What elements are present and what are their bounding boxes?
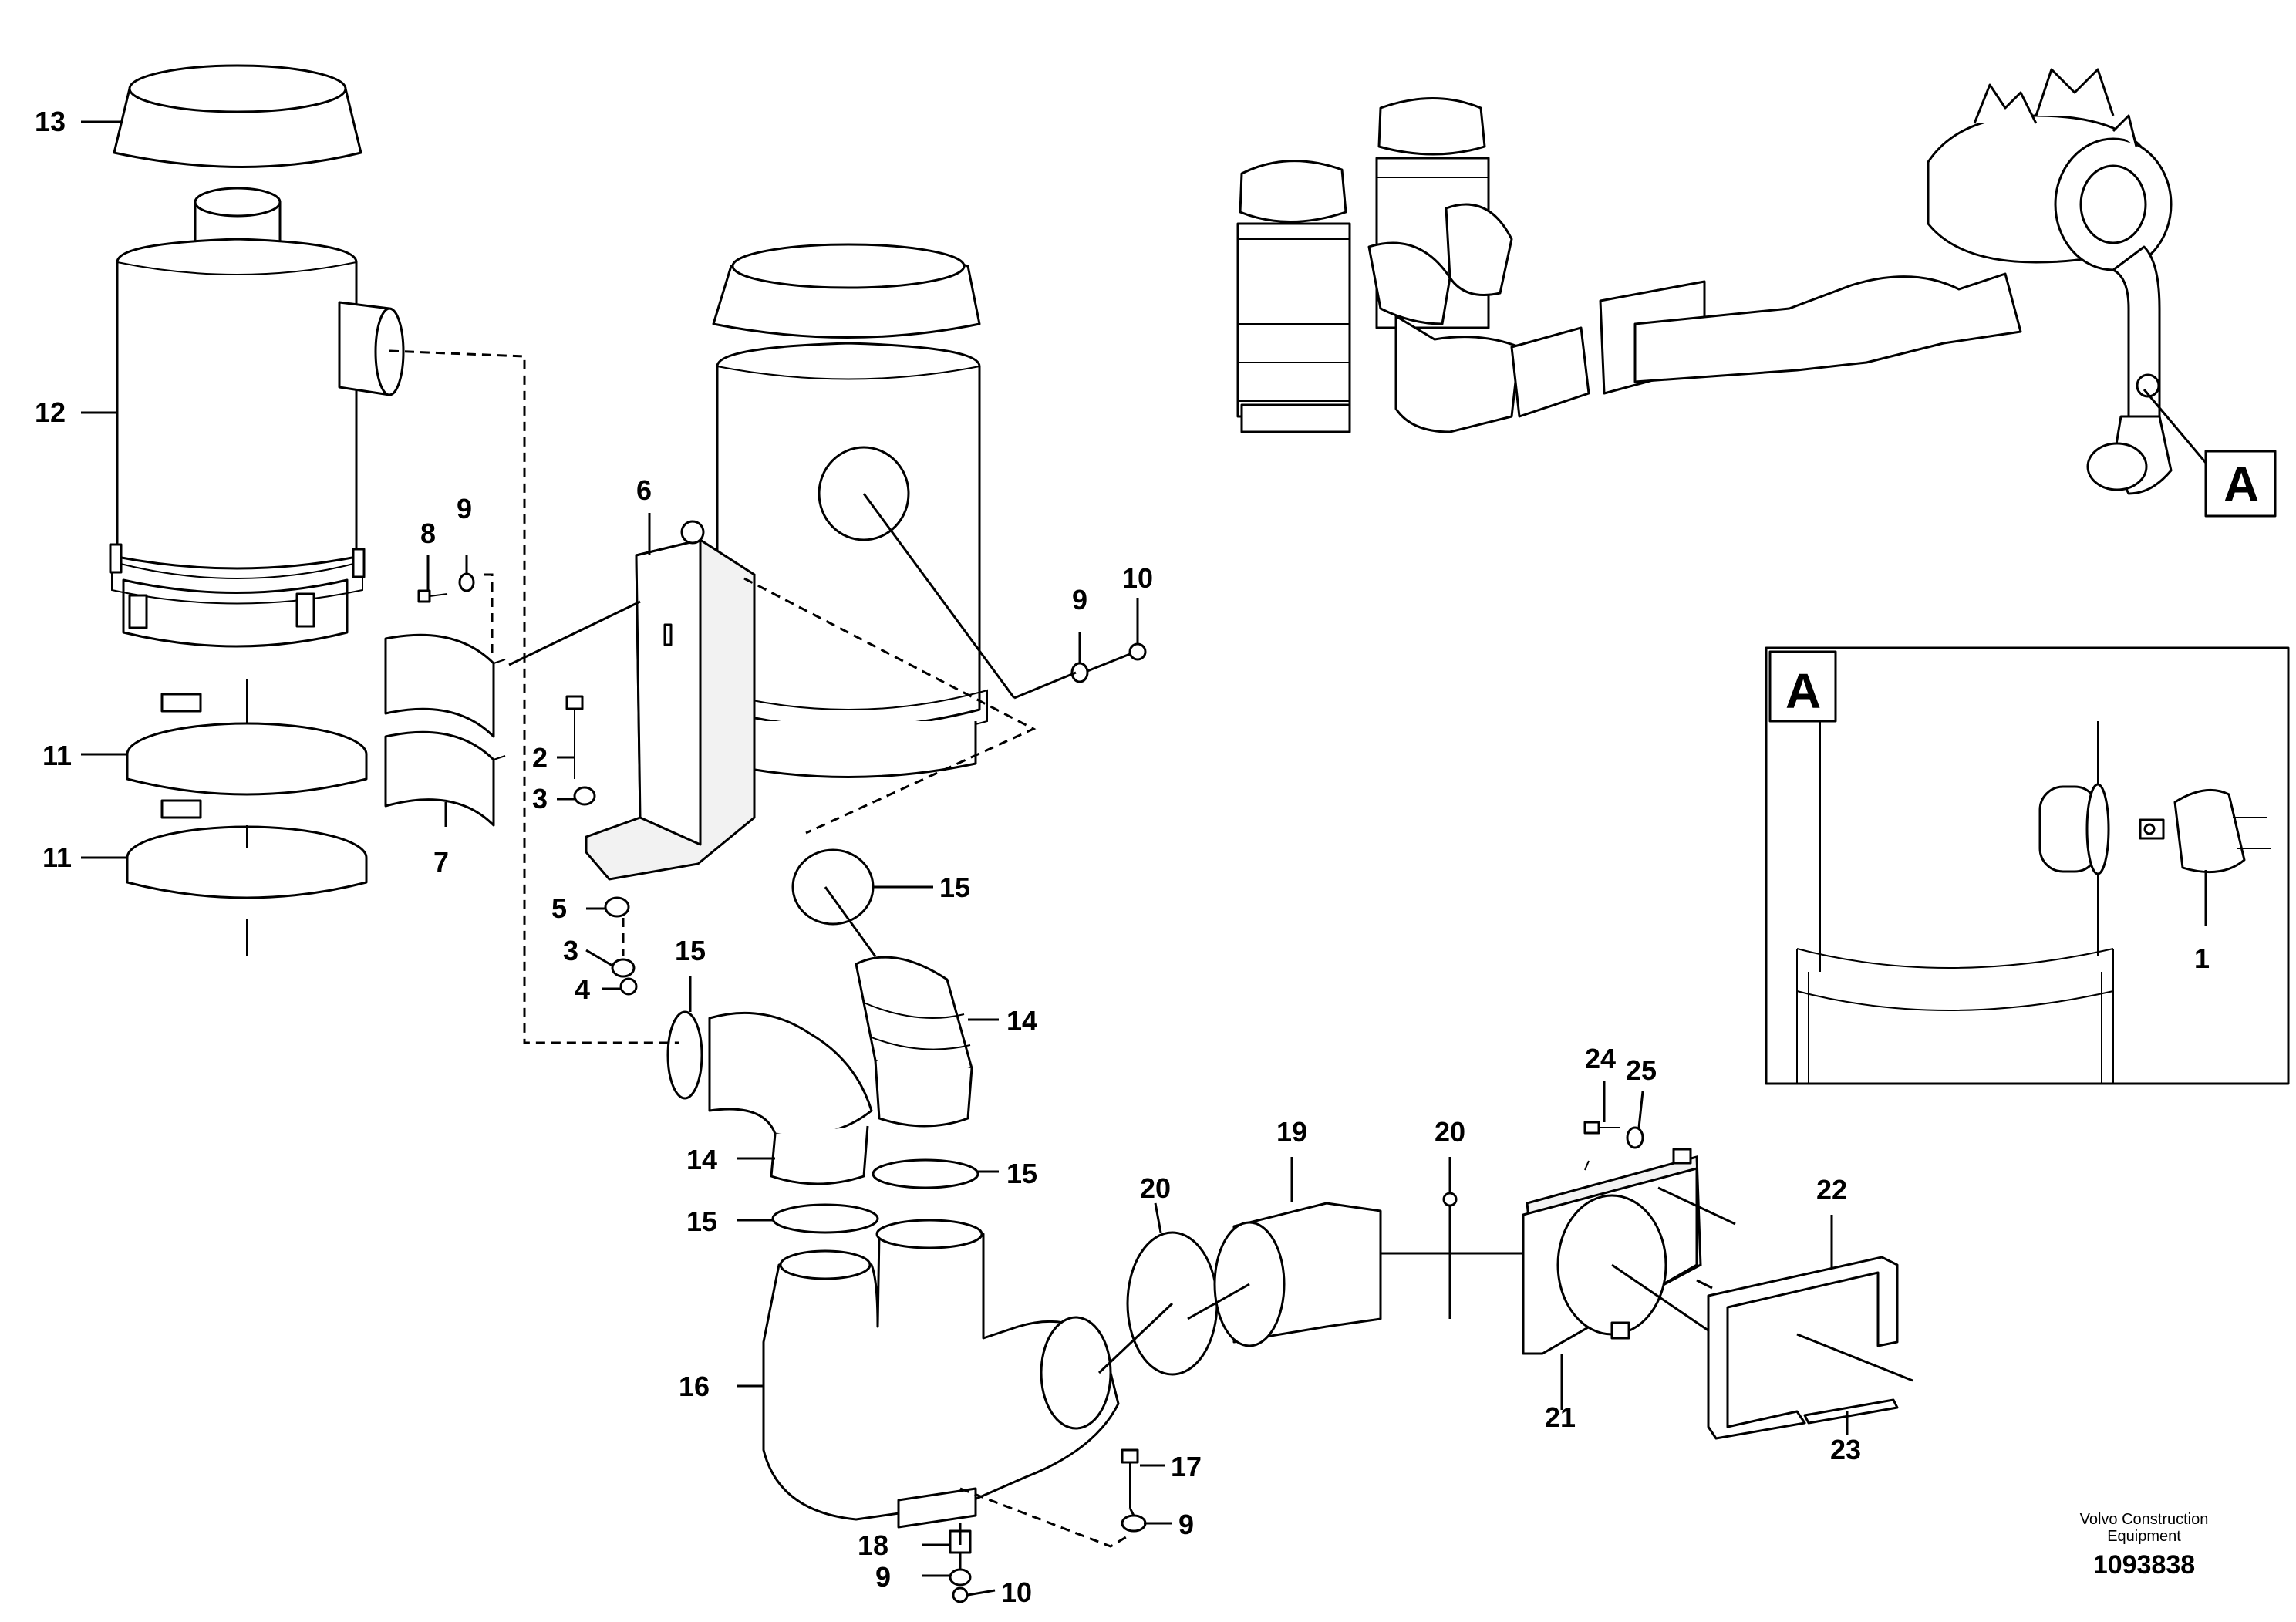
callout-3-lower: 3 bbox=[563, 935, 578, 966]
washer-9-nut-10-upper bbox=[1070, 642, 1147, 683]
callout-11-lower: 11 bbox=[42, 841, 72, 873]
callout-23: 23 bbox=[1830, 1434, 1861, 1465]
callout-20-left: 20 bbox=[1140, 1172, 1171, 1204]
callout-13: 13 bbox=[35, 106, 66, 137]
callout-2: 2 bbox=[532, 742, 548, 774]
credit-line-1: Volvo Construction bbox=[2080, 1511, 2209, 1528]
detail-inset-label-a: A bbox=[1785, 663, 1821, 719]
callout-22: 22 bbox=[1816, 1174, 1847, 1206]
callout-16: 16 bbox=[679, 1371, 710, 1402]
drawing-number: 1093838 bbox=[2093, 1550, 2195, 1580]
callout-10-bottom: 10 bbox=[1001, 1576, 1032, 1608]
leader-lines bbox=[81, 120, 2207, 1597]
bracket-7 bbox=[384, 633, 506, 827]
callout-9-upper-left: 9 bbox=[457, 493, 472, 524]
detail-marker-a: A bbox=[2224, 457, 2259, 512]
callout-4: 4 bbox=[575, 973, 590, 1005]
callout-17: 17 bbox=[1171, 1451, 1202, 1482]
plate-21 bbox=[1522, 1148, 1702, 1355]
callout-6: 6 bbox=[636, 474, 652, 506]
callout-20-right: 20 bbox=[1435, 1116, 1465, 1148]
callout-labels: 13 12 11 11 8 9 7 6 2 3 5 3 4 9 10 15 15… bbox=[35, 106, 2210, 1608]
detail-inset-a bbox=[1765, 646, 2290, 1085]
rod-20 bbox=[1442, 1192, 1458, 1319]
air-cleaner-center bbox=[709, 243, 988, 778]
y-pipe-16 bbox=[762, 1219, 1120, 1529]
fasteners-2-5-3-4 bbox=[565, 695, 638, 996]
callout-9-upper-right: 9 bbox=[1072, 584, 1087, 615]
overview-assembly bbox=[1236, 68, 2277, 518]
hoses-and-clamps bbox=[666, 848, 979, 1234]
bracket-6 bbox=[585, 520, 756, 881]
air-cleaner-left bbox=[109, 64, 405, 956]
callout-9-bottom: 9 bbox=[875, 1561, 891, 1593]
callout-21: 21 bbox=[1545, 1401, 1576, 1433]
credit-line-2: Equipment bbox=[2107, 1528, 2181, 1545]
callout-19: 19 bbox=[1276, 1116, 1307, 1148]
callout-5: 5 bbox=[551, 892, 567, 924]
callout-15-left: 15 bbox=[675, 935, 706, 966]
callout-8: 8 bbox=[420, 518, 436, 549]
credit-block: Volvo Construction Equipment 1093838 bbox=[2080, 1511, 2209, 1580]
callout-7: 7 bbox=[433, 846, 449, 878]
lower-fasteners bbox=[949, 1448, 1147, 1603]
callout-3-upper: 3 bbox=[532, 783, 548, 814]
callout-14-left: 14 bbox=[686, 1144, 717, 1175]
callout-24: 24 bbox=[1585, 1043, 1616, 1074]
callout-9-lower-right: 9 bbox=[1178, 1509, 1194, 1540]
callout-15-top: 15 bbox=[939, 872, 970, 903]
callout-14-right: 14 bbox=[1006, 1005, 1037, 1037]
callout-12: 12 bbox=[35, 396, 66, 428]
gasket-22-seal-23 bbox=[1707, 1256, 1899, 1440]
callout-18: 18 bbox=[858, 1529, 888, 1561]
callout-25: 25 bbox=[1626, 1054, 1657, 1086]
callout-11-upper: 11 bbox=[42, 740, 72, 771]
callout-15-lower: 15 bbox=[686, 1206, 717, 1237]
callout-10-upper: 10 bbox=[1122, 562, 1153, 594]
callout-15-right: 15 bbox=[1006, 1158, 1037, 1189]
bolt-24-washer-25 bbox=[1583, 1121, 1644, 1149]
callout-1: 1 bbox=[2194, 943, 2210, 974]
hose-19-clamp-20 bbox=[1126, 1202, 1382, 1376]
